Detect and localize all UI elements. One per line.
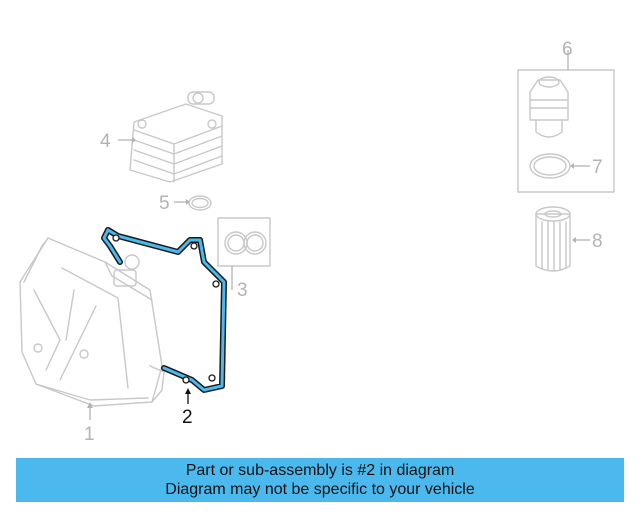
callout-8: 8 <box>592 231 603 252</box>
callout-5: 5 <box>159 193 170 214</box>
part-6-filter-housing[interactable] <box>517 50 615 193</box>
part-3-seal-kit[interactable] <box>217 217 271 290</box>
callout-7: 7 <box>592 157 603 178</box>
part-2-leader <box>185 388 191 404</box>
callout-1: 1 <box>84 424 95 445</box>
part-1-oil-pan[interactable] <box>19 237 165 407</box>
info-banner: Part or sub-assembly is #2 in diagram Di… <box>16 458 624 502</box>
callout-2: 2 <box>182 407 193 428</box>
banner-line-2: Diagram may not be specific to your vehi… <box>165 481 475 498</box>
part-2-gasket[interactable] <box>101 227 227 393</box>
banner-line-1: Part or sub-assembly is #2 in diagram <box>185 462 455 479</box>
callout-6: 6 <box>562 39 573 60</box>
part-1-leader <box>87 402 93 420</box>
part-4-oil-cooler[interactable] <box>118 91 223 183</box>
callout-4: 4 <box>100 131 111 152</box>
part-7-leader <box>570 163 590 169</box>
part-5-o-ring[interactable] <box>174 195 212 211</box>
callout-3: 3 <box>237 280 248 301</box>
part-8-filter-element[interactable] <box>535 206 590 272</box>
